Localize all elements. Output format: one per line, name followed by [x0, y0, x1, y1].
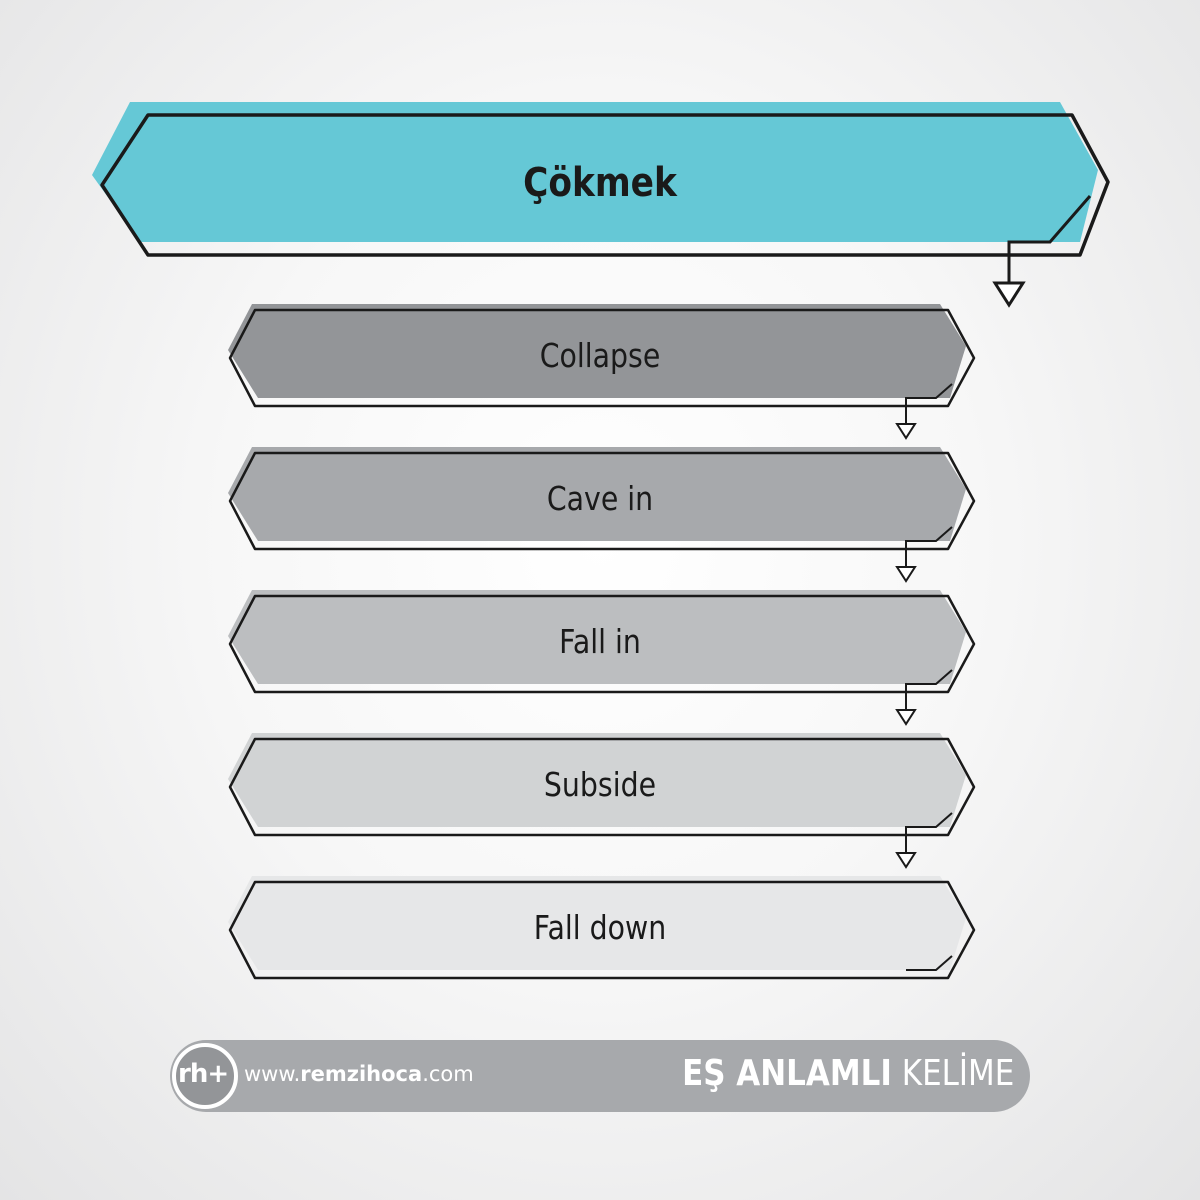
- synonym-box: [228, 876, 976, 980]
- synonym-connector: [905, 383, 953, 424]
- site-url[interactable]: www.remzihoca.com: [244, 1062, 474, 1086]
- site-prefix: www.: [244, 1062, 301, 1086]
- synonym-box: [228, 590, 976, 726]
- title-box-outline: [100, 113, 1110, 257]
- title-label: Çökmek: [523, 160, 677, 206]
- synonym-box-outline: [228, 737, 976, 837]
- category-tag: EŞ ANLAMLI KELİME: [682, 1053, 1014, 1094]
- synonym-box-outline: [228, 451, 976, 551]
- synonym-box-outline: [228, 594, 976, 694]
- synonym-box-fill: [228, 304, 966, 398]
- synonym-label: Fall in: [559, 622, 641, 661]
- category-tag-light: KELİME: [901, 1053, 1014, 1094]
- synonym-box-fill: [228, 447, 966, 541]
- down-arrow-icon: [895, 423, 917, 440]
- synonym-box-outline: [228, 308, 976, 408]
- title-arrow-icon: [992, 281, 1026, 308]
- down-arrow-icon: [895, 566, 917, 583]
- footer: [170, 1040, 1030, 1112]
- synonym-box-fill: [228, 590, 966, 684]
- title-connector: [1007, 195, 1092, 282]
- site-name: remzihoca: [300, 1062, 423, 1086]
- synonym-label: Collapse: [539, 336, 661, 375]
- title-box: [92, 102, 1110, 308]
- logo: rh+: [178, 1059, 229, 1089]
- synonym-box-fill: [228, 876, 966, 970]
- synonym-label: Subside: [543, 765, 657, 804]
- synonym-connector: [905, 526, 953, 567]
- footer-bar: [170, 1040, 1030, 1112]
- synonym-box: [228, 733, 976, 869]
- synonym-connector: [905, 669, 953, 710]
- synonym-label: Fall down: [533, 908, 667, 947]
- synonym-box: [228, 447, 976, 583]
- synonym-box-fill: [228, 733, 966, 827]
- site-suffix: .com: [422, 1062, 474, 1086]
- logo-circle: [172, 1043, 238, 1109]
- synonym-label: Cave in: [546, 479, 654, 518]
- down-arrow-icon: [895, 709, 917, 726]
- items-layer: [228, 304, 976, 980]
- synonym-connector: [905, 812, 953, 853]
- title-box-fill: [92, 102, 1098, 242]
- synonym-box-outline: [228, 880, 976, 980]
- down-arrow-icon: [895, 852, 917, 869]
- synonym-connector: [906, 955, 953, 971]
- category-tag-bold: EŞ ANLAMLI: [681, 1053, 892, 1094]
- synonym-box: [228, 304, 976, 440]
